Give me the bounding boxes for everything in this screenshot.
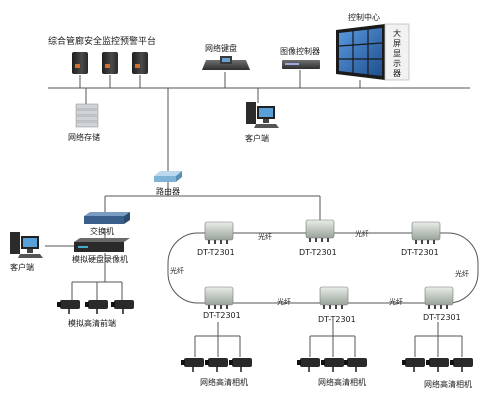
storage-label: 网络存储 (68, 132, 100, 142)
analog-front-label: 模拟高清前端 (68, 318, 116, 328)
node-label: DT-T2301 (401, 248, 439, 257)
camera-icon (344, 358, 367, 372)
image-controller-icon (282, 60, 320, 69)
router-icon (154, 171, 182, 182)
node-icon (305, 219, 335, 242)
camera-group-2 (297, 358, 367, 372)
camera-icon (205, 358, 228, 372)
keyboard-label: 网络键盘 (205, 43, 237, 53)
camera-icon (181, 358, 204, 372)
fiber-label: 光纤 (389, 297, 403, 306)
client-left-label: 客户端 (10, 262, 34, 272)
big-screen-label-3: 显 (393, 49, 401, 58)
node-icon (424, 286, 454, 309)
dvr-icon (74, 238, 130, 252)
node-label: DT-T2301 (197, 248, 235, 257)
big-screen-label-2: 屏 (393, 39, 401, 48)
camera-icon (426, 358, 449, 372)
storage-icon (75, 103, 99, 128)
analog-cameras (57, 300, 134, 314)
node-icon (411, 221, 441, 244)
big-screen-icon (336, 23, 410, 81)
image-controller-label: 图像控制器 (280, 46, 320, 56)
client-top-label: 客户端 (245, 133, 269, 143)
big-screen-label-1: 大 (393, 28, 401, 38)
server-icon (102, 52, 118, 74)
server-icon (132, 52, 148, 74)
fiber-label: 光纤 (170, 266, 184, 275)
node-icon (204, 286, 234, 309)
camera-icon (402, 358, 425, 372)
camera-group-3 (402, 358, 473, 372)
camera-icon (111, 300, 134, 314)
node-label: DT-T2301 (318, 315, 356, 324)
platform-servers (72, 52, 148, 74)
camera-icon (297, 358, 320, 372)
camera-icon (85, 300, 108, 314)
node-icon (319, 286, 349, 309)
camera-group-1 (181, 358, 252, 372)
fiber-label: 光纤 (355, 229, 369, 238)
switch-label: 交换机 (90, 226, 114, 236)
camera-group-label: 网络高清相机 (200, 377, 248, 387)
switch-icon (84, 212, 130, 224)
big-screen-label-4: 示 (393, 59, 401, 68)
node-camera-links (194, 322, 463, 357)
camera-group-label: 网络高清相机 (424, 379, 472, 389)
camera-group-label: 网络高清相机 (318, 377, 366, 387)
connection-lines (45, 70, 470, 300)
fiber-label: 光纤 (258, 232, 272, 241)
keyboard-icon (202, 56, 250, 70)
fiber-label: 光纤 (455, 269, 469, 278)
fiber-label: 光纤 (277, 297, 291, 306)
camera-icon (321, 358, 344, 372)
dvr-label: 模拟硬盘录像机 (72, 254, 128, 264)
node-label: DT-T2301 (423, 313, 461, 322)
camera-icon (450, 358, 473, 372)
router-label: 路由器 (156, 186, 180, 196)
server-icon (72, 52, 88, 74)
camera-icon (229, 358, 252, 372)
client-computer-icon (10, 232, 43, 258)
node-icon (204, 221, 234, 244)
big-screen-label-5: 器 (393, 69, 401, 78)
control-center-label: 控制中心 (348, 12, 380, 22)
node-label: DT-T2301 (203, 311, 241, 320)
client-computer-icon (246, 102, 279, 128)
camera-icon (57, 300, 80, 314)
platform-label: 综合管廊安全监控预警平台 (48, 35, 156, 47)
node-label: DT-T2301 (299, 248, 337, 257)
